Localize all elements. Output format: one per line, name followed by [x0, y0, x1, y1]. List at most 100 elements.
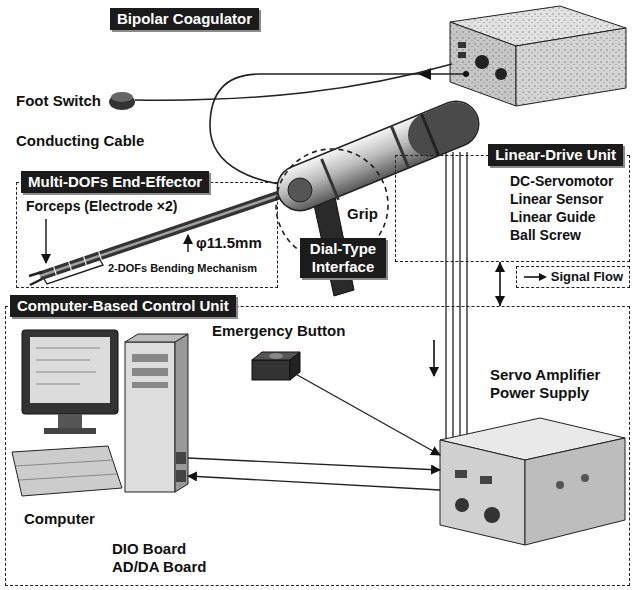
computer-illustration-part: [19, 474, 117, 480]
servo-amplifier-device-part: [581, 474, 589, 482]
region-title: Linear-Drive Unit: [488, 144, 623, 166]
node-text: Dial-Type Interface: [307, 240, 379, 276]
part-label: Emergency Button: [212, 322, 345, 340]
control-wires: [188, 372, 440, 490]
pointer-arrows-part: [187, 235, 188, 252]
part-label: φ11.5mm: [196, 234, 262, 252]
forceps-shaft-part: [29, 272, 42, 276]
computer-illustration-part: [30, 337, 110, 403]
computer-illustration-part: [12, 446, 122, 496]
signal-lines-part: [459, 152, 460, 442]
linear-drive-housing-part: [322, 159, 339, 200]
control-wires-part: [188, 458, 440, 470]
computer-illustration-part: [36, 360, 90, 361]
legend-box: Signal Flow: [516, 266, 630, 288]
servo-amplifier-device-part: [525, 438, 625, 545]
part-label: 2-DOFs Bending Mechanism: [108, 262, 257, 275]
linear-drive-housing: [288, 114, 456, 202]
pointer-arrows: [46, 219, 188, 263]
node-text: Grip: [345, 205, 380, 223]
linear-drive-housing-part: [300, 124, 456, 188]
bending-bracket: [44, 260, 103, 284]
forceps-shaft-part: [69, 262, 72, 271]
servo-amplifier-device: [440, 418, 625, 545]
computer-illustration-part: [132, 354, 168, 362]
signal-lines-part: [445, 152, 446, 442]
node-text: Bipolar Coagulator: [117, 10, 252, 28]
servo-amplifier-device-part: [455, 470, 467, 478]
forceps-shaft-part: [84, 257, 87, 266]
foot-switch-part: [111, 92, 133, 102]
computer-illustration-part: [176, 470, 186, 482]
bending-bracket-part: [44, 260, 103, 284]
computer-illustration-part: [36, 384, 80, 385]
servo-amplifier-device-part: [455, 498, 469, 512]
control-wires-part: [292, 372, 440, 455]
linear-drive-housing-part: [288, 178, 312, 202]
bipolar-coagulator-device-part: [495, 68, 507, 80]
bipolar-coagulator-device-part: [450, 22, 516, 106]
bipolar-coagulator-device: [450, 6, 626, 106]
signal-connector: [499, 262, 501, 306]
computer-illustration-part: [22, 330, 118, 414]
part-label: Conducting Cable: [16, 132, 144, 150]
part-label: DC-Servomotor: [510, 173, 613, 190]
emergency-button-device: [252, 352, 300, 380]
legend-arrow-line: [524, 276, 540, 278]
legend-entry: Signal Flow: [523, 269, 623, 285]
part-label: Computer: [24, 510, 95, 528]
part-label: Ball Screw: [510, 227, 581, 244]
signal-lines-part: [433, 340, 435, 376]
control-wires-part: [188, 476, 440, 490]
servo-amplifier-device-part: [556, 481, 564, 489]
servo-amplifier-device-part: [480, 476, 492, 484]
part-label: DIO Board: [112, 540, 186, 558]
linear-drive-housing-part: [300, 124, 456, 188]
computer-illustration-part: [58, 414, 82, 428]
bipolar-coagulator-device-part: [450, 22, 516, 106]
device-title: Bipolar Coagulator: [110, 8, 259, 30]
part-label: Linear Sensor: [510, 191, 603, 208]
servo-amplifier-device-part: [484, 507, 500, 523]
bipolar-coagulator-device-part: [516, 28, 626, 106]
computer-illustration-part: [132, 368, 168, 376]
part-label: Power Supply: [490, 384, 589, 402]
part-label: AD/DA Board: [112, 558, 206, 576]
part-label: Servo Amplifier: [490, 366, 600, 384]
part-label: Linear Guide: [510, 209, 596, 226]
computer-illustration-part: [125, 342, 175, 492]
bipolar-coagulator-device-part: [516, 28, 626, 106]
region-title: Multi-DOFs End-Effector: [21, 171, 209, 193]
signal-lines-part: [466, 152, 467, 442]
part-label: Foot Switch: [16, 92, 101, 110]
bipolar-coagulator-device-part: [463, 71, 469, 77]
unit-region: Linear-Drive Unit: [395, 155, 630, 262]
foot-switch-part: [135, 64, 452, 100]
computer-illustration-part: [132, 382, 168, 388]
legend-arrow-head: [539, 273, 547, 281]
forceps-shaft-part: [54, 267, 57, 276]
servo-amplifier-device-part: [440, 440, 525, 545]
forceps-shaft-part: [99, 251, 102, 260]
region-title: Computer-Based Control Unit: [10, 295, 236, 317]
computer-illustration-part: [44, 428, 96, 434]
bipolar-coagulator-device-part: [475, 55, 489, 69]
part-label: Forceps (Electrode ×2): [26, 198, 177, 215]
emergency-button-device-part: [252, 360, 290, 380]
interface-title: Dial-Type Interface: [300, 238, 386, 278]
linear-drive-housing-part: [422, 114, 439, 155]
legend-arrow-sample: [523, 271, 547, 283]
computer-illustration-part: [176, 452, 186, 464]
computer-illustration-part: [16, 460, 113, 466]
bipolar-coagulator-device-part: [458, 42, 466, 48]
computer-illustration-part: [36, 348, 100, 349]
computer-illustration-part: [175, 334, 188, 492]
pointer-arrows-part: [45, 219, 46, 263]
signal-lines: [434, 152, 467, 442]
forceps-shaft-part: [30, 279, 42, 285]
linear-drive-housing-part: [430, 124, 456, 135]
emergency-button-device-part: [269, 353, 283, 359]
computer-illustration: [12, 330, 188, 496]
